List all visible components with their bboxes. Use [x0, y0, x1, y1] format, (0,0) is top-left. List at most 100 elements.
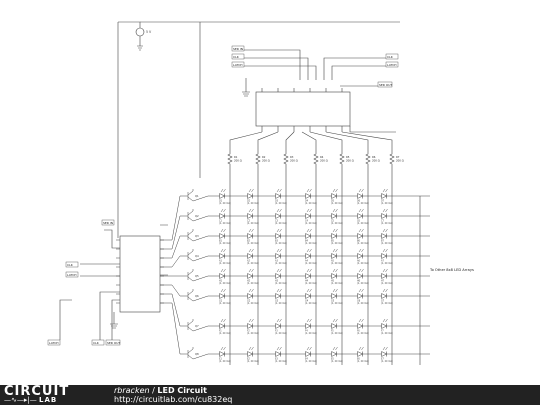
clk-label: CLK [67, 263, 74, 267]
led-part: (1, 20 mA) [219, 242, 231, 245]
latch-tag [385, 61, 399, 68]
led-emission-arrows [306, 208, 312, 213]
led-part: (1, 20 mA) [247, 360, 259, 363]
drive-wire [160, 215, 188, 250]
clk-tag [231, 53, 245, 60]
led-part: (1, 20 mA) [247, 202, 259, 205]
led-emission-arrows [220, 288, 226, 293]
led-part: (1, 20 mA) [381, 262, 393, 265]
drive-wire [160, 255, 188, 268]
led-part: (1, 20 mA) [275, 202, 287, 205]
led-part: (1, 20 mA) [331, 332, 343, 335]
label-layer: 5 V SER IN CLK LATCH CLK LATCH SER OUT S… [47, 30, 474, 346]
led-part: (1, 20 mA) [305, 222, 317, 225]
led-label: D2 [247, 200, 251, 203]
drive-wire [160, 195, 188, 241]
led-part: (1, 20 mA) [219, 262, 231, 265]
led-emission-arrows [276, 268, 282, 273]
resistor-value: 200 Ω [262, 159, 270, 163]
transistor-label: Q5 [195, 274, 199, 278]
author-link[interactable]: rbracken [114, 386, 150, 395]
led-diode [247, 253, 254, 259]
resistor [365, 152, 371, 196]
ser-in-label: SER IN [233, 47, 243, 51]
led-part: (1, 20 mA) [357, 202, 369, 205]
led-label: E1 [219, 358, 222, 361]
led-label: F6 [357, 330, 360, 333]
led-diode [331, 293, 338, 299]
led-label: F7 [381, 330, 384, 333]
led-diode [357, 233, 364, 239]
led-label: G3 [275, 300, 279, 303]
clk-tag [91, 339, 105, 346]
led-diode [247, 351, 254, 357]
led-diode [275, 323, 282, 329]
ser-out-tag [377, 81, 393, 88]
clk-tag [65, 261, 79, 268]
led-diode [357, 293, 364, 299]
led-part: (1, 20 mA) [247, 332, 259, 335]
led-label: E3 [275, 358, 278, 361]
led-diode [247, 193, 254, 199]
led-emission-arrows [306, 318, 312, 323]
led-label: G6 [357, 300, 361, 303]
led-diode [331, 351, 338, 357]
clk-label: CLK [233, 55, 240, 59]
led-emission-arrows [220, 208, 226, 213]
led-label: B6 [357, 240, 361, 243]
circuitlab-logo[interactable]: CIRCUIT [4, 384, 70, 399]
led-emission-arrows [220, 228, 226, 233]
led-label: B3 [275, 240, 279, 243]
resistor-value: 200 Ω [290, 159, 298, 163]
led-emission-arrows [358, 288, 364, 293]
led-emission-arrows [358, 248, 364, 253]
led-emission-arrows [358, 318, 364, 323]
led-emission-arrows [248, 346, 254, 351]
resistor-value: 200 Ω [372, 159, 380, 163]
latch-tag [47, 339, 61, 346]
led-part: (1, 20 mA) [275, 242, 287, 245]
led-emission-arrows [332, 208, 338, 213]
led-diode [331, 213, 338, 219]
led-diode [305, 213, 312, 219]
led-diode [381, 293, 388, 299]
led-diode [219, 233, 226, 239]
ser-out-tag [105, 339, 121, 346]
led-label: B4 [305, 240, 309, 243]
led-part: (1, 20 mA) [275, 302, 287, 305]
resistor [389, 152, 395, 196]
led-label: H6 [357, 280, 361, 283]
resistor-value: 200 Ω [234, 159, 242, 163]
led-part: (1, 20 mA) [219, 202, 231, 205]
led-emission-arrows [358, 346, 364, 351]
resistor-label: R2 [262, 155, 266, 159]
footer-bar: CIRCUIT —∿—▸|— LAB rbracken / LED Circui… [0, 384, 540, 405]
led-emission-arrows [382, 318, 388, 323]
latch-label: LATCH [387, 63, 397, 67]
led-diode [331, 233, 338, 239]
led-diode [219, 293, 226, 299]
resistor-label: R4 [320, 155, 324, 159]
led-part: (1, 20 mA) [247, 282, 259, 285]
led-emission-arrows [248, 288, 254, 293]
transistor-label: Q7 [195, 324, 199, 328]
voltage-source [135, 27, 145, 37]
led-label: A4 [305, 260, 308, 263]
circuit-url[interactable]: http://circuitlab.com/cu832eq [114, 395, 233, 404]
led-emission-arrows [382, 228, 388, 233]
led-diode [219, 351, 226, 357]
led-label: C1 [219, 220, 223, 223]
led-part: (1, 20 mA) [381, 202, 393, 205]
transistor-label: Q3 [195, 234, 199, 238]
led-diode [247, 233, 254, 239]
led-part: (1, 20 mA) [381, 332, 393, 335]
resistor [255, 152, 261, 196]
led-label: D1 [219, 200, 223, 203]
led-emission-arrows [248, 228, 254, 233]
latch-label: LATCH [49, 341, 59, 345]
led-emission-arrows [276, 228, 282, 233]
led-diode [275, 233, 282, 239]
led-label: H2 [247, 280, 251, 283]
